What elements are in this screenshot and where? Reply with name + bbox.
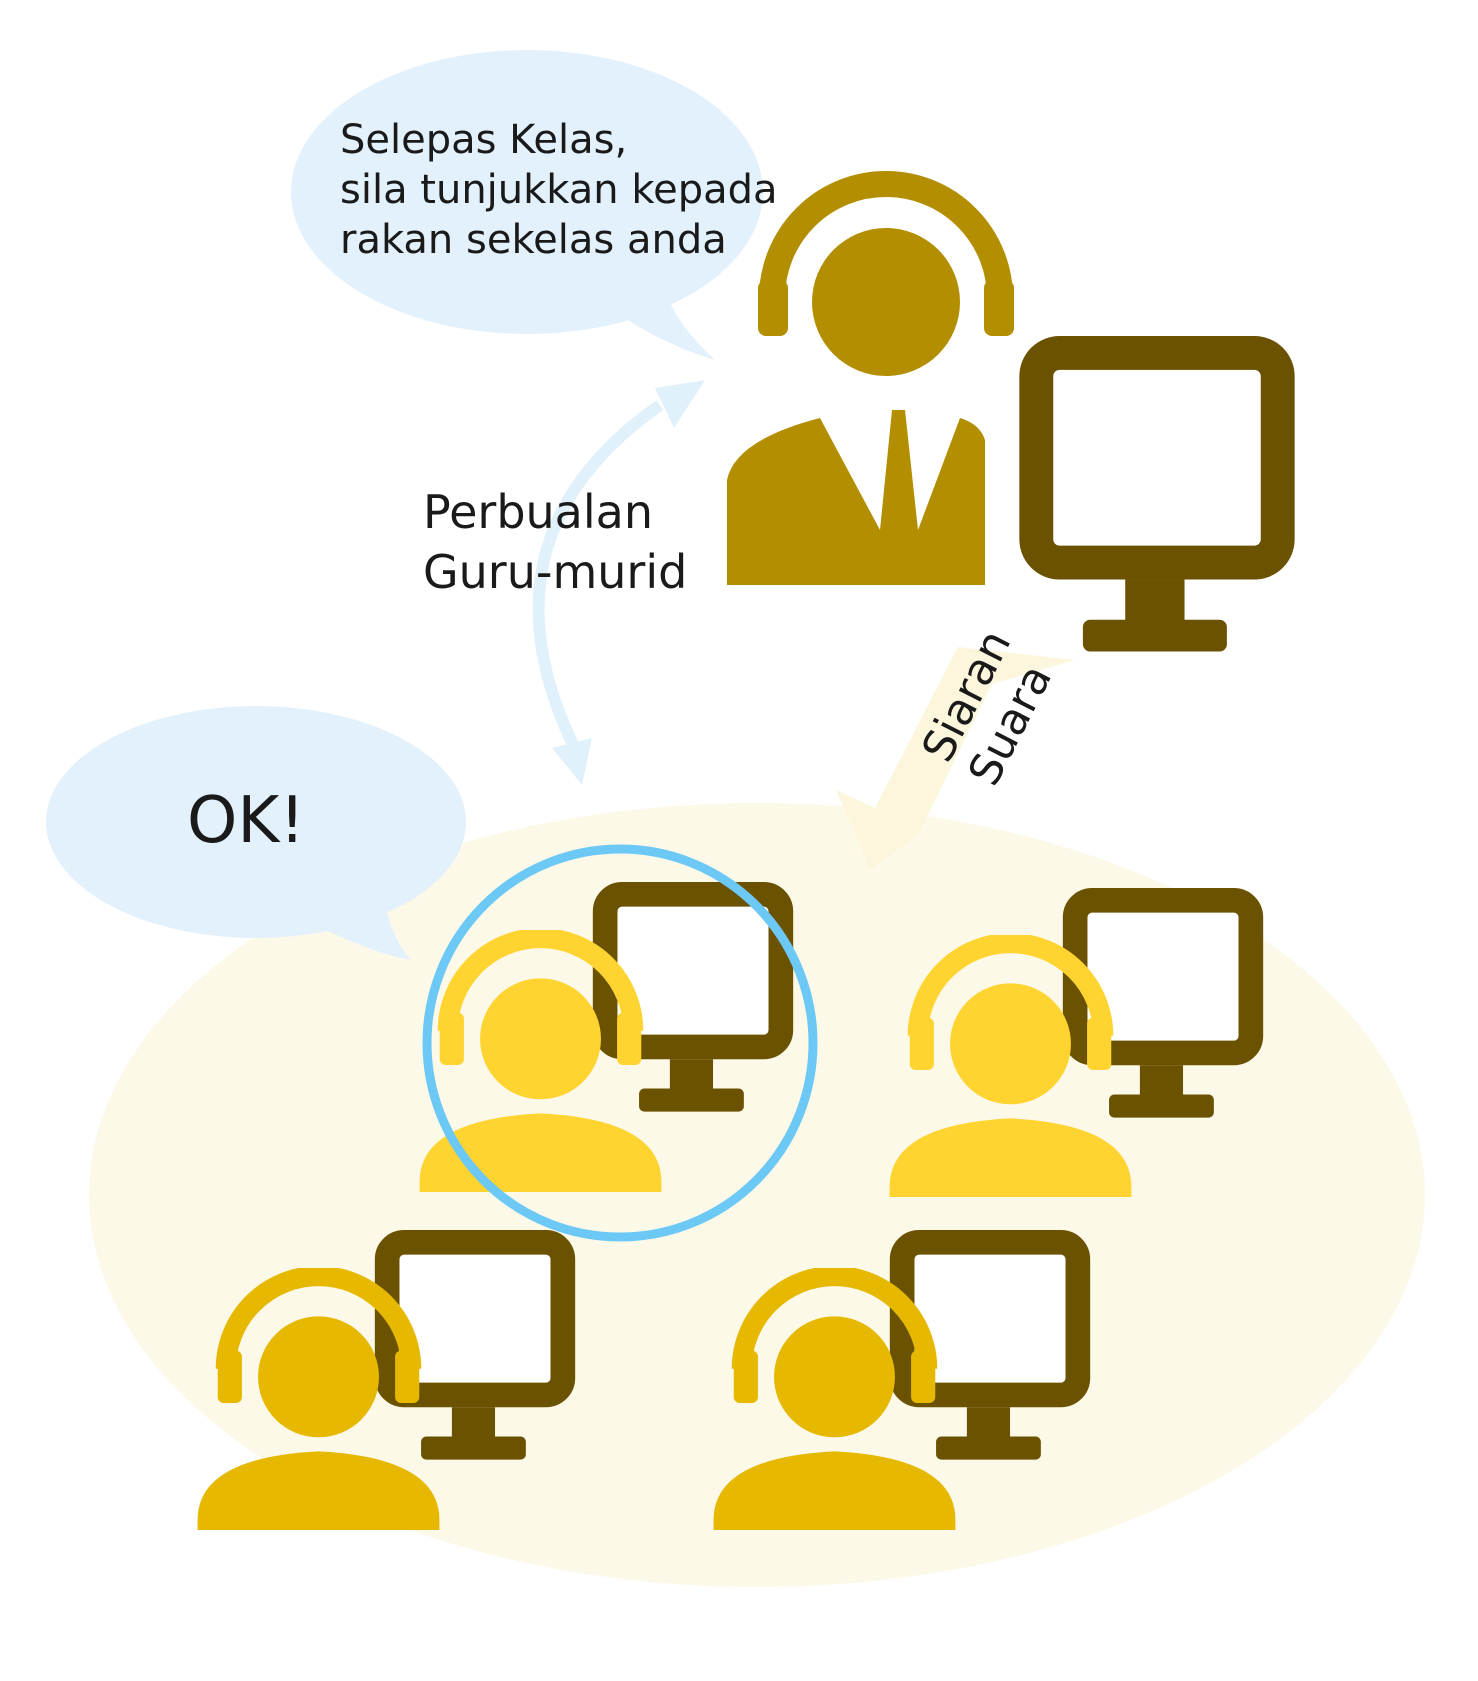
svg-text:Selepas Kelas, sila tunj: Selepas Kelas, sila tunjukkan kepada rak…	[340, 117, 790, 263]
teacher-bubble-line-2: sila tunjukkan kepada	[340, 167, 778, 213]
highlight-ring	[422, 844, 818, 1242]
teacher-bubble-line-3: rakan sekelas anda	[340, 217, 727, 263]
conversation-arrow	[532, 380, 705, 785]
conversation-label-line-1: Perbualan	[423, 485, 653, 539]
conversation-label-line-2: Guru-murid	[423, 545, 687, 599]
broadcast-arrow	[836, 647, 1075, 870]
teacher-monitor-icon	[1036, 353, 1277, 652]
teacher-speech-bubble: Selepas Kelas, sila tunjukkan kepada rak…	[291, 50, 790, 360]
teacher-bubble-line-1: Selepas Kelas,	[340, 117, 627, 163]
conversation-label: Perbualan Guru-murid	[423, 485, 687, 599]
student-bubble-text: OK!	[187, 784, 305, 858]
student-speech-bubble: OK!	[46, 706, 466, 960]
broadcast-label: Siaran Suara	[912, 610, 1074, 794]
teacher-headset-person-icon	[727, 171, 1014, 585]
